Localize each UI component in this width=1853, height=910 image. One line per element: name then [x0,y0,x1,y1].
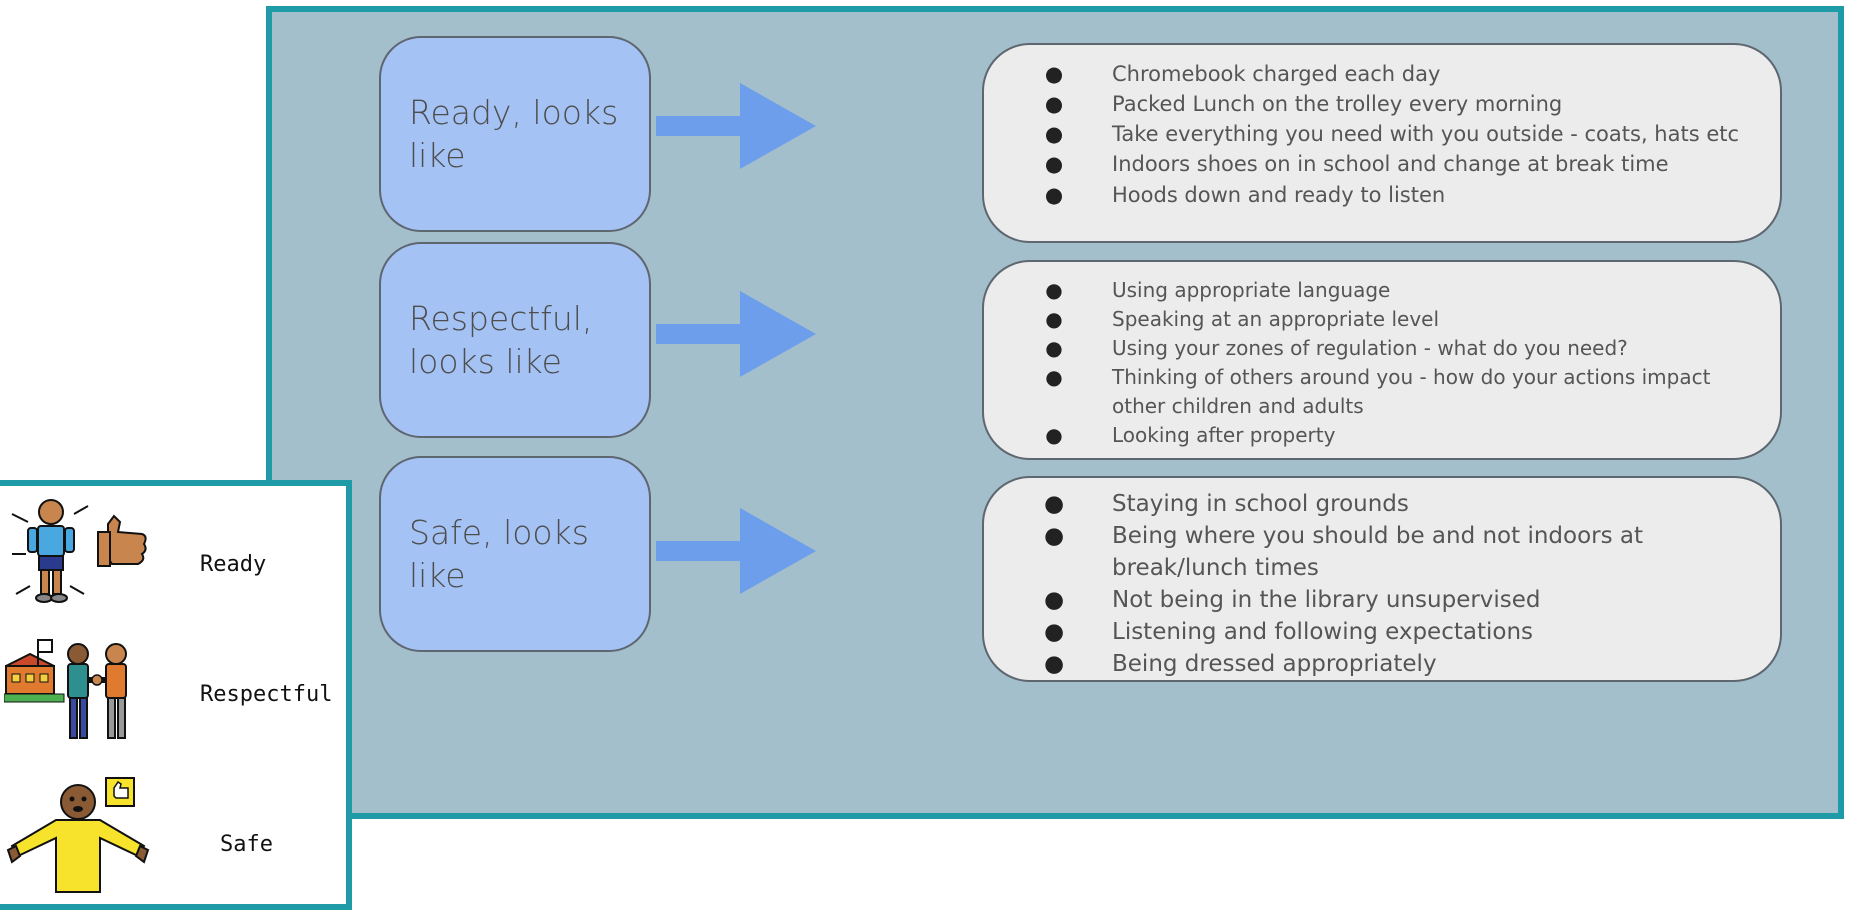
legend-respectful-label: Respectful [200,682,333,707]
list-item: ●Speaking at an appropriate level [984,305,1740,334]
bullet-icon: ● [1045,307,1063,331]
bullet-icon: ● [1044,587,1065,613]
list-item: ●Packed Lunch on the trolley every morni… [984,89,1740,119]
list-item: ●Take everything you need with you outsi… [984,119,1740,149]
respectful-list: ●Using appropriate language ●Speaking at… [984,276,1740,450]
ready-arrow-icon [656,83,816,169]
list-item: ●Being dressed appropriately [984,648,1740,680]
bullet-icon: ● [1044,152,1064,176]
respectful-label: Respectful, looks like [409,299,593,381]
list-item: ●Indoors shoes on in school and change a… [984,149,1740,179]
bullet-icon: ● [1044,62,1064,86]
person-open-arms-icon [6,777,150,893]
respectful-list-box: ●Using appropriate language ●Speaking at… [982,260,1782,460]
main-panel: Ready, looks like ●Chromebook charged ea… [266,6,1844,819]
legend-safe-label: Safe [220,832,273,857]
safe-label-box: Safe, looks like [379,456,651,652]
legend-ready: Ready [0,494,346,624]
ready-label: Ready, looks like [409,93,619,175]
bullet-icon: ● [1044,619,1065,645]
safe-arrow-icon [656,508,816,594]
ready-label-box: Ready, looks like [379,36,651,232]
safe-label: Safe, looks like [409,513,589,595]
respectful-label-box: Respectful, looks like [379,242,651,438]
safe-list-box: ●Staying in school grounds ●Being where … [982,476,1782,682]
ready-list: ●Chromebook charged each day ●Packed Lun… [984,59,1740,211]
list-item: ●Being where you should be and not indoo… [984,520,1740,584]
bullet-icon: ● [1044,183,1064,207]
safe-list: ●Staying in school grounds ●Being where … [984,488,1740,680]
bullet-icon: ● [1044,651,1065,677]
person-thumbs-up-icon [11,499,147,603]
bullet-icon: ● [1044,92,1064,116]
list-item: ●Listening and following expectations [984,616,1740,648]
list-item: ●Using your zones of regulation - what d… [984,334,1740,363]
list-item: ●Using appropriate language [984,276,1740,305]
respectful-arrow-icon [656,291,816,377]
bullet-icon: ● [1044,122,1064,146]
list-item: ●Hoods down and ready to listen [984,179,1740,211]
list-item: ●Looking after property [984,421,1740,450]
bullet-icon: ● [1045,423,1063,447]
legend-safe: Safe [0,772,346,902]
legend-ready-label: Ready [200,552,267,577]
list-item: ●Staying in school grounds [984,488,1740,520]
legend-respectful: Respectful [0,636,346,766]
bullet-icon: ● [1044,491,1065,517]
legend-panel: Ready Respectful [0,480,352,910]
list-item: ●Chromebook charged each day [984,59,1740,89]
list-item: ●Thinking of others around you - how do … [1045,365,1711,418]
ready-list-box: ●Chromebook charged each day ●Packed Lun… [982,43,1782,243]
bullet-icon: ● [1045,278,1063,302]
bullet-icon: ● [1045,365,1063,389]
people-handshake-icon [4,639,127,739]
bullet-icon: ● [1045,336,1063,360]
bullet-icon: ● [1044,523,1065,549]
list-item: ●Not being in the library unsupervised [984,584,1740,616]
